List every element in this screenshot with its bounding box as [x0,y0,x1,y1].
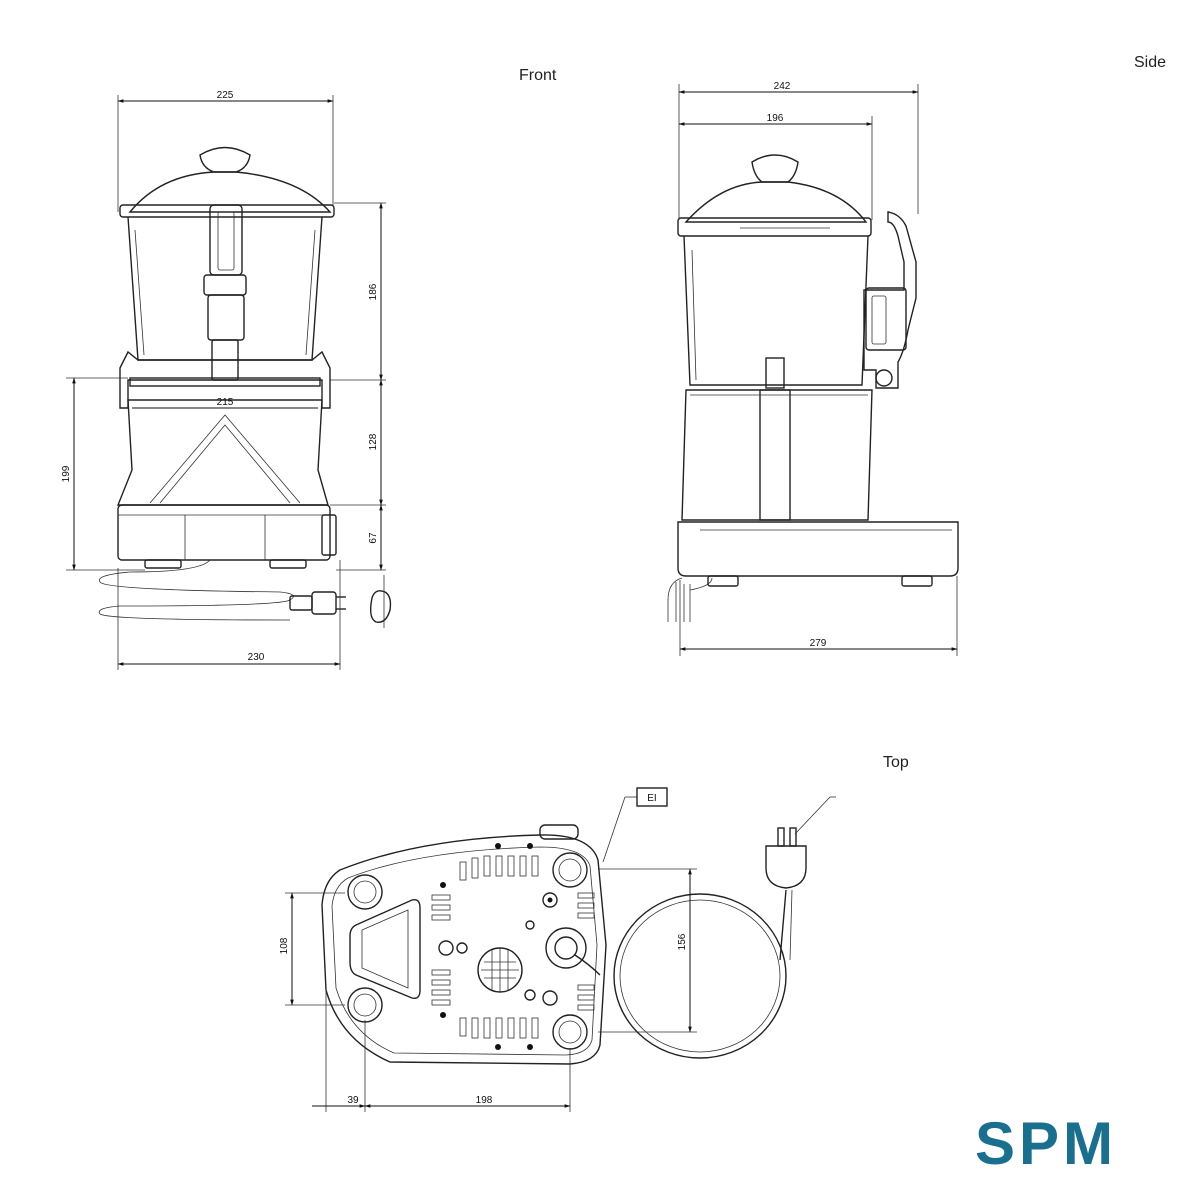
tag-label: EI [647,793,656,804]
dim-front-height-middle: 128 [368,433,379,450]
side-view-label: Side [1134,54,1166,71]
dim-front-height-base: 67 [368,532,379,544]
dim-top-width: 198 [476,1095,493,1106]
dim-front-base-width: 230 [248,652,265,663]
top-view-label: Top [883,754,909,771]
dim-front-height-total: 199 [61,465,72,482]
dim-side-width-total: 242 [774,81,791,92]
dim-top-depth: 108 [279,937,290,954]
front-view-label: Front [519,67,557,84]
side-view: Side 242 196 [667,54,1166,656]
dim-front-height-upper: 186 [368,283,379,300]
dim-top-feet-spacing: 156 [677,933,688,950]
top-view: Top [279,754,909,1112]
dim-side-width-body: 196 [767,113,784,124]
dim-front-tray-width: 215 [217,397,234,408]
dim-top-offset: 39 [347,1095,359,1106]
front-view: Front [61,67,557,670]
brand-logo: SPM [975,1110,1117,1177]
dim-front-width-top: 225 [217,90,234,101]
dim-side-base-width: 279 [810,638,827,649]
